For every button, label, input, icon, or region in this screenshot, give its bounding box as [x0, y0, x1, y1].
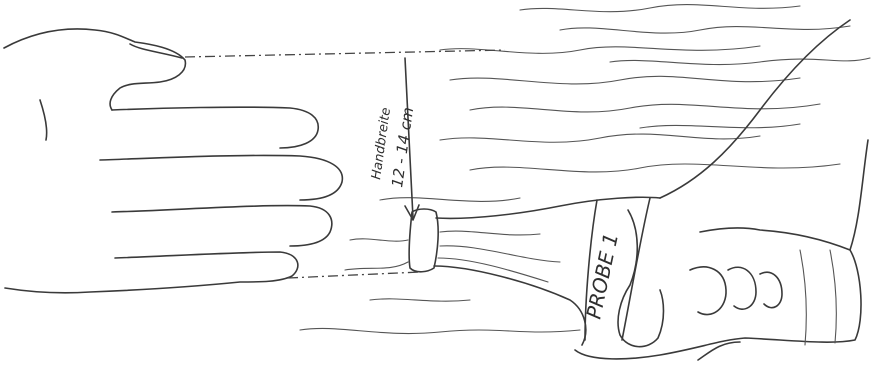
top-guide-line — [185, 50, 505, 57]
bottom-guide-line — [288, 272, 420, 278]
holding-hand — [575, 20, 868, 360]
water-lines — [380, 5, 870, 202]
measuring-hand — [4, 29, 342, 293]
